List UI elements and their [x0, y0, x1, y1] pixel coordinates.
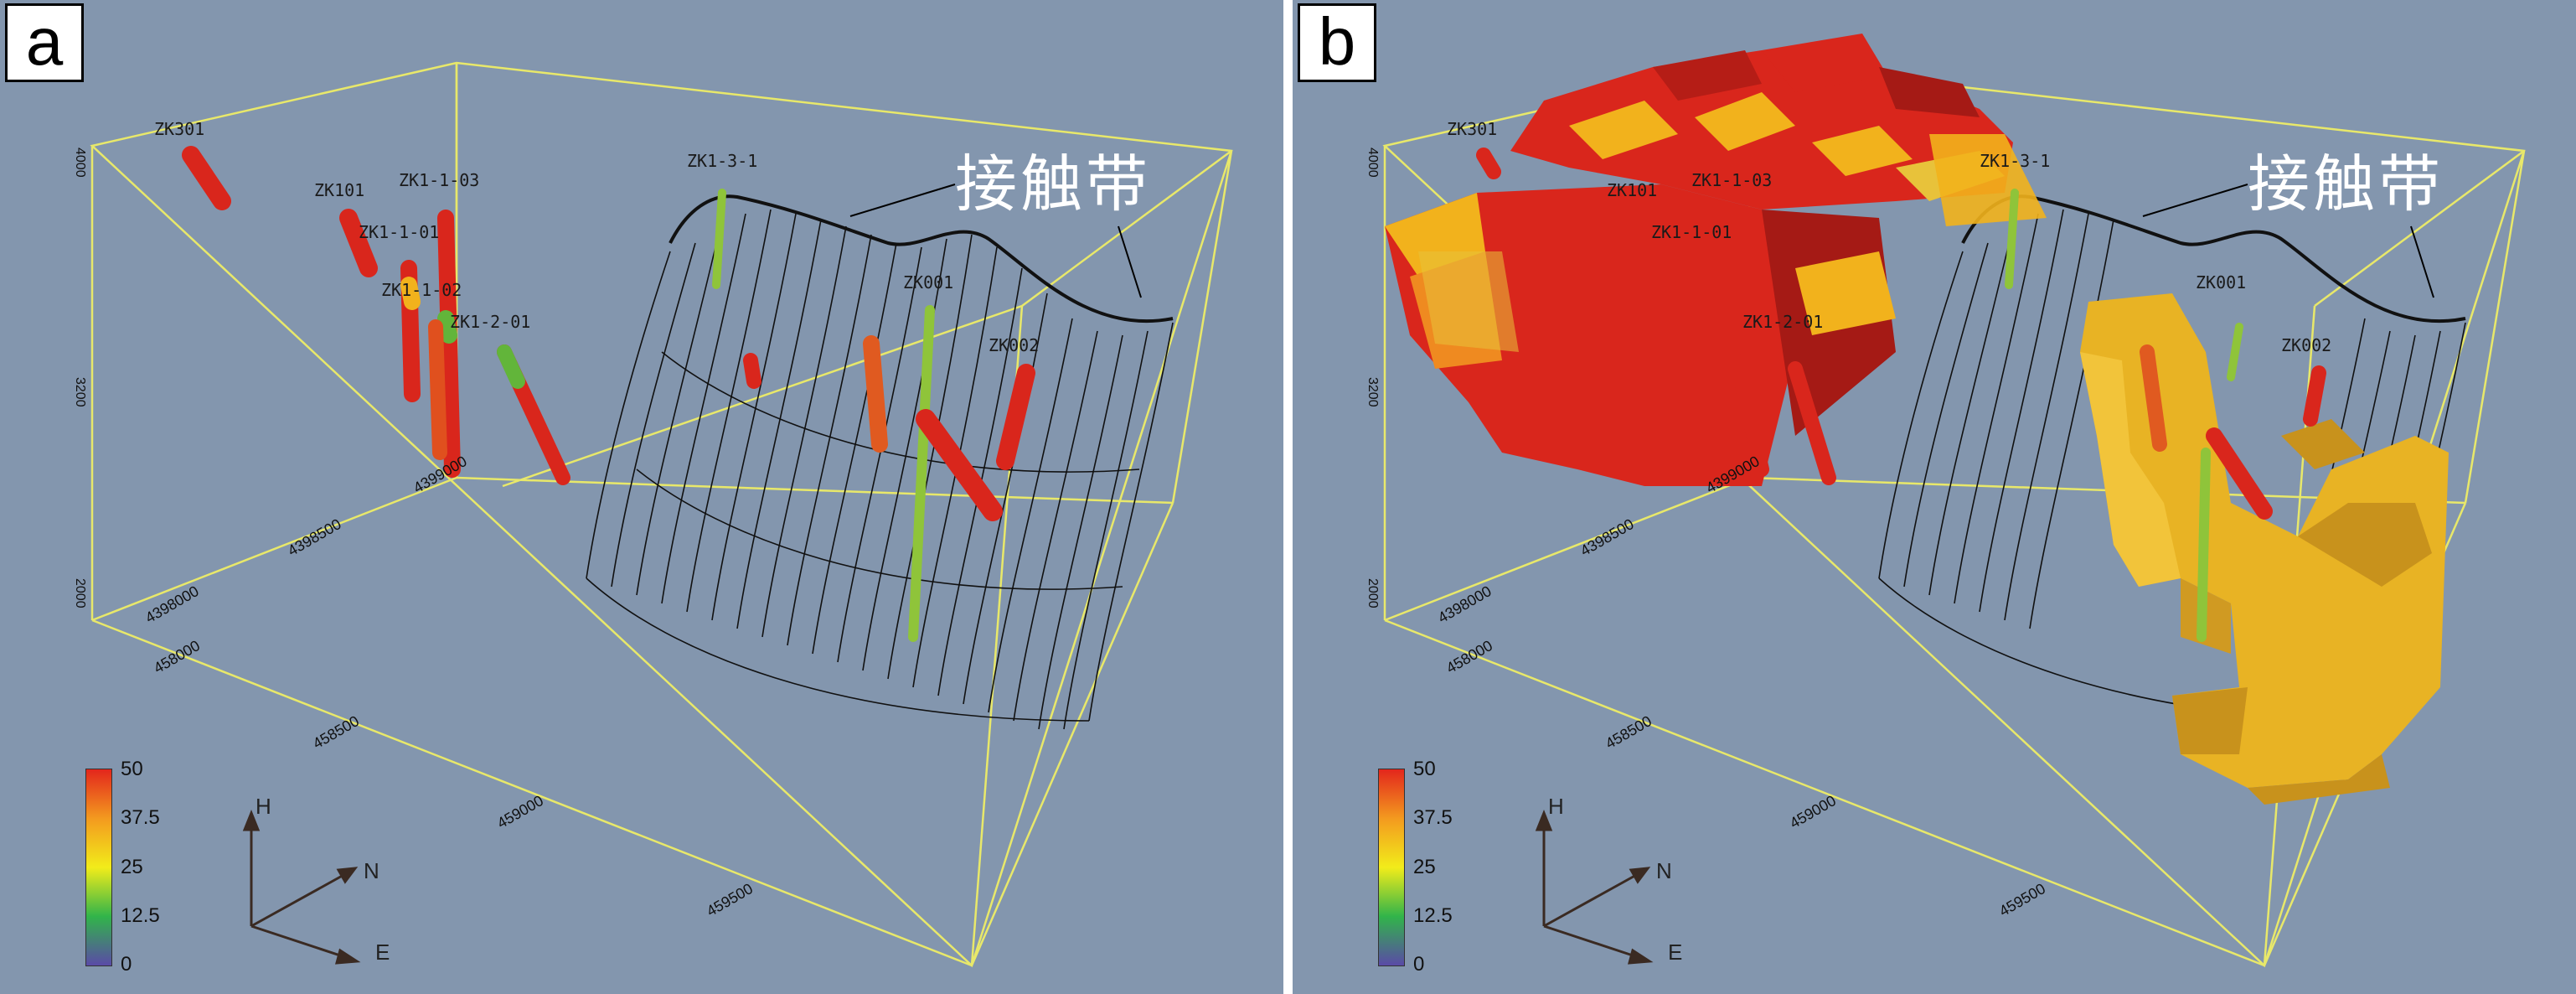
bounding-box — [90, 61, 1233, 968]
legend-tick: 50 — [1413, 758, 1436, 780]
well-label: ZK002 — [989, 335, 1040, 355]
panel-letter-b: b — [1298, 3, 1376, 82]
legend-tick: 12.5 — [1413, 904, 1453, 927]
legend-tick: 0 — [121, 953, 132, 976]
well-label: ZK101 — [1607, 180, 1658, 200]
well-label: ZK1-1-03 — [1691, 170, 1773, 190]
legend-tick: 37.5 — [1413, 806, 1453, 829]
compass-e: E — [375, 940, 390, 965]
legend-tick: 37.5 — [121, 806, 160, 829]
contact-zone-label: 接触带 — [955, 148, 1151, 220]
well-label: ZK002 — [2281, 335, 2332, 355]
depth-tick: 4000 — [1365, 148, 1380, 178]
scene-b — [1382, 34, 2526, 968]
well-label: ZK1-1-03 — [399, 170, 480, 190]
legend-tick: 25 — [1413, 856, 1436, 878]
legend-tick: 0 — [1413, 953, 1425, 976]
panel-a: a 接触带 ZK301 ZK101 ZK1-1-03 ZK1-1-01 ZK1-… — [0, 0, 1283, 994]
depth-tick: 2000 — [73, 578, 87, 608]
well-label: ZK301 — [1447, 119, 1498, 139]
boreholes — [182, 146, 1035, 642]
well-label: ZK101 — [314, 180, 365, 200]
depth-tick: 2000 — [1365, 578, 1380, 608]
legend-tick: 12.5 — [121, 904, 160, 927]
well-label: ZK001 — [2196, 272, 2247, 293]
compass-n: N — [364, 858, 379, 883]
compass-h: H — [1548, 794, 1564, 819]
well-label: ZK1-3-1 — [687, 151, 758, 171]
scene-a — [90, 61, 1233, 968]
contact-zone-label: 接触带 — [2248, 148, 2444, 220]
color-legend — [85, 769, 112, 966]
well-label: ZK1-1-01 — [1651, 222, 1732, 242]
panel-letter-a: a — [5, 3, 84, 82]
legend-tick: 25 — [121, 856, 143, 878]
well-label: ZK1-1-01 — [359, 222, 440, 242]
well-label: ZK1-3-1 — [1980, 151, 2051, 171]
well-label: ZK001 — [903, 272, 954, 293]
color-legend — [1378, 769, 1405, 966]
well-label: ZK1-2-01 — [1742, 312, 1824, 332]
well-label: ZK1-1-02 — [381, 280, 462, 300]
boreholes — [1476, 148, 2326, 642]
compass-e: E — [1668, 940, 1683, 965]
ore-block-low-grade — [2080, 293, 2449, 805]
compass-n: N — [1656, 858, 1672, 883]
ore-block-high-grade — [1385, 34, 2047, 486]
well-label: ZK1-2-01 — [450, 312, 531, 332]
contact-zone-mesh — [586, 194, 1174, 730]
depth-tick: 4000 — [73, 148, 87, 178]
legend-tick: 50 — [121, 758, 143, 780]
depth-tick: 3200 — [1365, 377, 1380, 407]
compass-h: H — [256, 794, 271, 819]
well-label: ZK301 — [154, 119, 205, 139]
panel-b: b 接触带 ZK301 ZK101 ZK1-1-03 ZK1-1-01 ZK1-… — [1293, 0, 2576, 994]
depth-tick: 3200 — [73, 377, 87, 407]
